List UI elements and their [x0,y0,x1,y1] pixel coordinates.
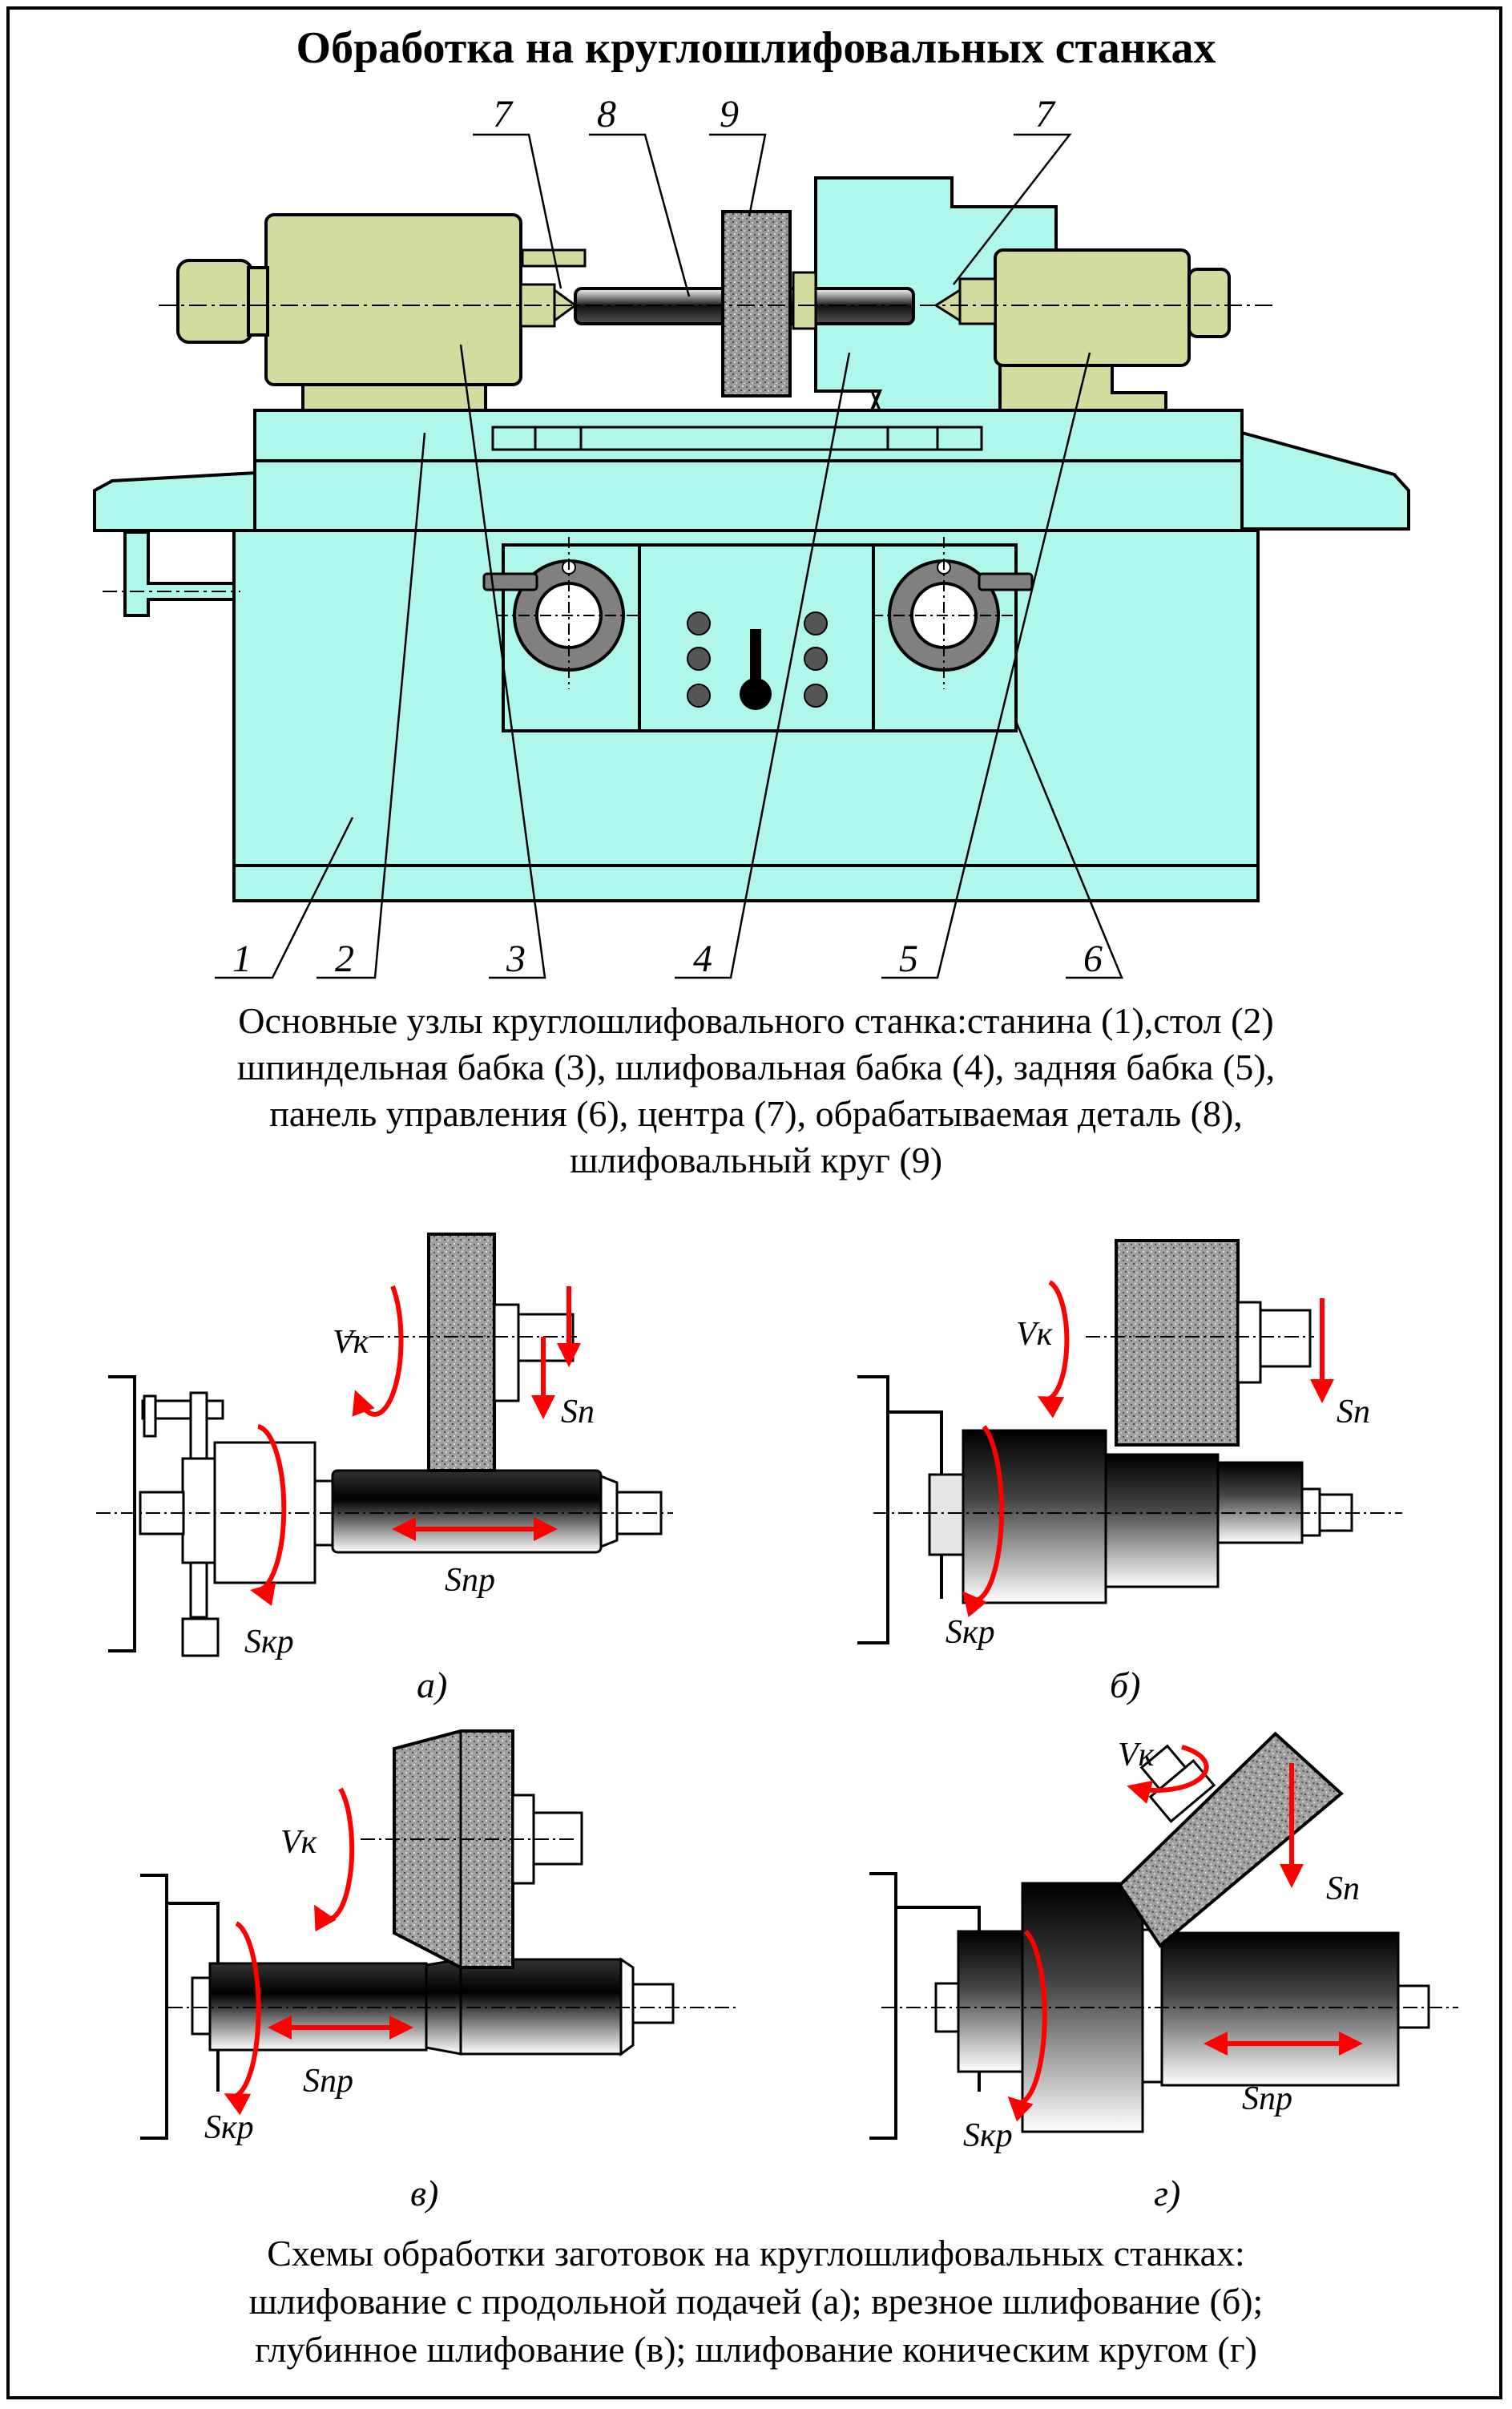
scheme-g-label: г) [1154,2173,1180,2213]
leader-lines [215,133,1123,979]
caption1-line2: шпиндельная бабка (3), шлифовальная бабк… [236,1047,1276,1087]
page-title: Обработка на круглошлифовальных станках [296,23,1216,73]
machine-bed [93,430,1410,902]
callout-4: 4 [693,938,712,980]
caption2-line1: Схемы обработки заготовок на круглошлифо… [267,2233,1245,2274]
scheme-b: Vк Sn Sкр б) [857,1239,1402,1705]
scheme-b-vk: Vк [1016,1316,1053,1353]
caption2-line2: шлифование с продольной подачей (а); вре… [248,2281,1264,2322]
callout-9: 9 [720,93,739,135]
callout-5: 5 [899,938,918,980]
grinding-wheel [721,210,817,397]
caption1-line3: панель управления (6), центра (7), обраб… [269,1093,1243,1134]
scheme-g-skr: Sкр [963,2117,1013,2154]
callout-7-left: 7 [493,93,514,135]
callout-numbers: 7 8 9 7 1 2 3 4 5 6 [232,93,1103,980]
scheme-v-skr: Sкр [204,2109,254,2146]
scheme-v-label: в) [410,2173,438,2213]
scheme-a: Vк Sn Snp Sкр а) [96,1233,673,1705]
control-panel [482,537,1034,732]
scheme-a-sn: Sn [561,1394,595,1430]
headstock [176,213,587,412]
table-handwheel [103,531,240,617]
scheme-a-vk: Vк [333,1324,369,1361]
machine-diagram: 7 8 9 7 1 2 3 4 5 6 [93,93,1410,980]
scheme-v-snp: Snp [303,2063,353,2100]
scheme-g-snp: Snp [1242,2080,1292,2117]
schemes-diagram: Vк Sn Snp Sкр а) Vк Sn Sкр б) [96,1233,1458,2213]
scheme-g-vk: Vк [1118,1737,1155,1773]
scheme-a-snp: Snp [445,1562,495,1599]
caption1-line4: шлифовальный круг (9) [569,1140,943,1180]
callout-1: 1 [232,938,252,980]
scheme-b-sn: Sn [1337,1394,1370,1430]
scheme-g-sn: Sn [1326,1870,1360,1907]
scheme-a-label: а) [417,1665,447,1705]
caption2-line3: глубинное шлифование (в); шлифование кон… [255,2329,1257,2370]
machine-table [253,409,1244,532]
callout-7-right: 7 [1035,93,1056,135]
scheme-b-label: б) [1110,1665,1140,1705]
scheme-g: Vк Sn Snp Sкр г) [869,1731,1458,2213]
callout-2: 2 [335,938,354,980]
scheme-a-skr: Sкр [244,1624,294,1660]
caption1-line1: Основные узлы круглошлифовального станка… [238,1000,1274,1041]
scheme-v: Vк Snp Sкр в) [140,1729,737,2213]
callout-3: 3 [506,938,526,980]
page-frame [6,6,1502,2399]
scheme-v-vk: Vк [280,1824,317,1861]
scheme-b-skr: Sкр [946,1614,995,1651]
callout-8: 8 [597,93,616,135]
tailstock [958,248,1231,412]
callout-6: 6 [1083,938,1103,980]
